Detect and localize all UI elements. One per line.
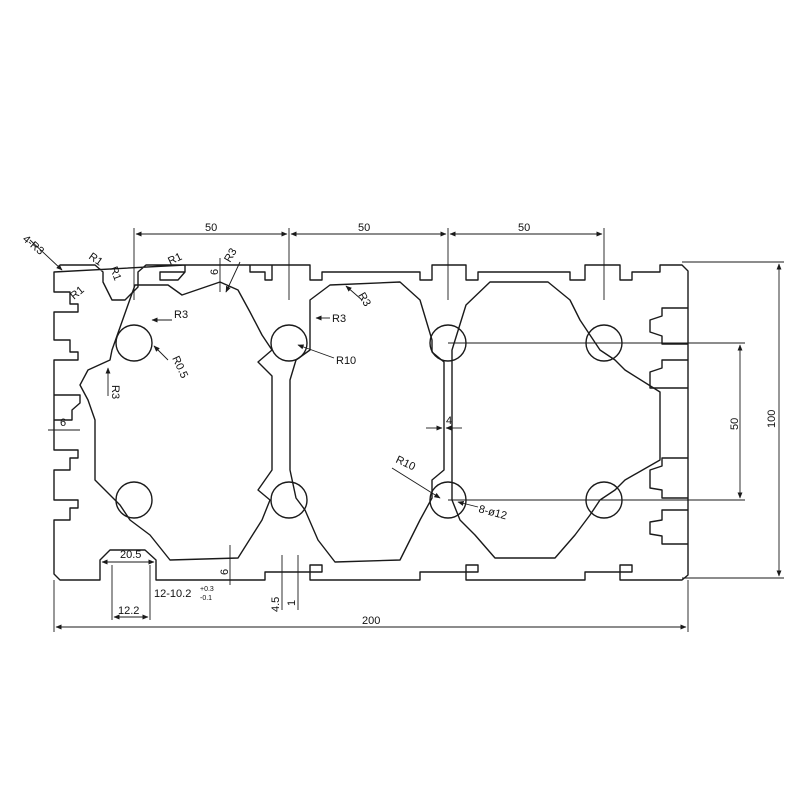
cavity-left (79, 281, 273, 561)
slot-right-low (649, 457, 688, 499)
dim-wall-6-b: 6 (60, 417, 66, 429)
dim-slot-tol-lower: -0.1 (200, 595, 212, 602)
dim-slot-open-top: 20.5 (120, 549, 141, 561)
dim-r10-b: R10 (394, 454, 417, 473)
leader-r3-e (345, 285, 363, 301)
dim-r1-d: R1 (166, 251, 184, 268)
leader-corner-radius (29, 239, 63, 271)
dim-r1-b: R1 (107, 265, 123, 282)
dim-web-thickness: 4 (446, 415, 452, 427)
dim-r3-d: R3 (332, 313, 346, 325)
dim-r3-b: R3 (174, 309, 188, 321)
leader-r3-a (225, 261, 241, 293)
dim-pitch-2: 50 (358, 222, 370, 234)
dim-lip-thickness: 1 (286, 600, 298, 606)
dim-r1-c: R1 (68, 284, 86, 302)
dim-wall-6-c: 6 (219, 569, 231, 575)
cavity-right (451, 281, 661, 559)
profile-outer-contour (53, 264, 689, 581)
dim-overall-height: 100 (766, 410, 778, 428)
dim-slot-tol-upper: +0.3 (200, 586, 214, 593)
hole-1 (115, 324, 153, 362)
dim-slot-width: 12-10.2 (154, 588, 191, 600)
dim-corner-radius: 4-R3 (20, 233, 46, 258)
dim-wall-6-a: 6 (209, 269, 221, 275)
hole-2 (270, 324, 308, 362)
dim-r05: R0.5 (169, 354, 190, 380)
dim-slot-inner: 12.2 (118, 605, 139, 617)
dim-r10-a: R10 (336, 355, 356, 367)
dim-slot-depth: 4.5 (270, 597, 282, 612)
slot-left-top (54, 394, 81, 421)
hole-5 (115, 481, 153, 519)
leader-r10-b (391, 467, 441, 499)
leader-r05 (153, 345, 169, 361)
dim-r1-a: R1 (86, 251, 104, 269)
dim-r3-e: R3 (355, 291, 372, 309)
hole-6 (270, 481, 308, 519)
dim-vertical-pitch: 50 (729, 418, 741, 430)
slot-right-bottom (649, 509, 688, 545)
dim-holes: 8-ø12 (477, 503, 508, 522)
dim-r3-a: R3 (222, 246, 239, 264)
leader-r10-a (297, 344, 335, 359)
slot-right-mid (649, 359, 688, 389)
dim-pitch-3: 50 (518, 222, 530, 234)
dim-r3-c: R3 (109, 385, 121, 399)
dim-pitch-1: 50 (205, 222, 217, 234)
leader-holes (457, 500, 479, 508)
cavity-middle (289, 281, 445, 563)
slot-right-top (649, 307, 688, 345)
dim-overall-width: 200 (362, 615, 380, 627)
